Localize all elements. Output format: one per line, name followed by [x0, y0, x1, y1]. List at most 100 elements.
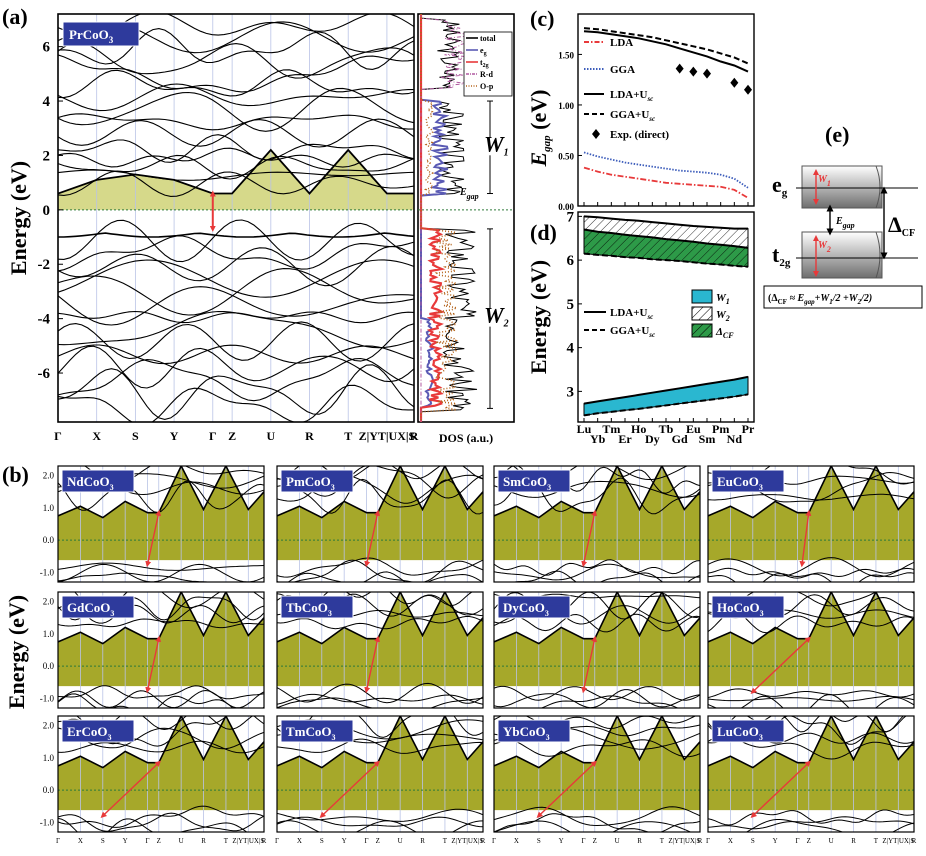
- panel-e-egap-label-main: E: [835, 216, 843, 227]
- panel-e-eg-block: [801, 165, 883, 209]
- panel-b-9-band-line: [277, 808, 483, 822]
- panel-d-xtick-label: Tb: [659, 422, 674, 436]
- panel-b-kpoint-label: X: [78, 837, 83, 845]
- dos-region-label-bg: [482, 137, 502, 156]
- panel-d-ytick-label: 5: [567, 297, 575, 313]
- panel-b-compound-label: DyCoO3: [503, 600, 549, 618]
- panel-b-0-band-line: [58, 572, 212, 582]
- panel-d-legend-band-label: W1: [716, 292, 730, 306]
- panel-e-eg-label: eg: [772, 172, 788, 199]
- panel-b-subplot-pmcoo: PmCoO3: [276, 465, 484, 583]
- panel-d-legend-name: LDA+U: [610, 307, 647, 319]
- dos-egap-label: Egap: [459, 187, 479, 201]
- panel-a-band-line: [58, 384, 414, 422]
- panel-b-kpoint-label: Γ: [275, 837, 279, 845]
- panel-d-xtick-label: Yb: [590, 432, 606, 446]
- panel-a-band-line: [58, 321, 414, 362]
- panel-a-band-line: [58, 83, 414, 112]
- panel-d-legend-label: GGA+Usc: [610, 325, 655, 339]
- dos-region-label-bg: [482, 308, 502, 327]
- panel-e-eg-label-main: e: [772, 172, 782, 197]
- panel-d-legend-band-name: W: [716, 292, 727, 304]
- panel-c-frame: [577, 13, 755, 207]
- panel-e-formula: (ΔCF ≈ Egap+W1/2 +W2/2): [768, 293, 872, 306]
- panel-e-t2g-label: t2g: [772, 242, 791, 269]
- panel-b-0-frame: [57, 465, 265, 583]
- panel-b-compound-label-sub: 3: [547, 483, 551, 492]
- dos-xlabel: DOS (a.u.): [439, 431, 493, 445]
- panel-e-dcf-label-main: Δ: [888, 212, 902, 237]
- panel-d-xtick-label: Gd: [672, 432, 688, 446]
- panel-b-0-band-line: [58, 563, 264, 582]
- dos-legend-label: total: [480, 34, 496, 43]
- panel-a-band-line: [58, 87, 414, 132]
- panel-b-4-band-line: [58, 693, 264, 708]
- panel-e-t2g-block: [801, 231, 883, 279]
- panel-b-1-frame: [276, 465, 484, 583]
- panel-b-compound-label: TbCoO3: [286, 600, 332, 618]
- panel-a-compound-label-main: PrCoO: [69, 27, 109, 42]
- panel-b-10-band-line: [494, 738, 700, 758]
- dos-legend-label: eg: [480, 46, 487, 57]
- panel-b-compound-badge: [711, 595, 785, 619]
- panel-b-gap-arrow: [100, 760, 161, 818]
- panel-b-compound-label-main: YbCoO: [503, 724, 546, 739]
- panel-b-compound-label: TmCoO3: [286, 724, 336, 742]
- panel-d-xtick-label: Er: [618, 432, 632, 446]
- panel-c-ytick-label: 0.50: [558, 151, 574, 161]
- panel-a-band-line: [58, 345, 414, 389]
- panel-a-vbm-line: [58, 232, 415, 238]
- dos-egap-label-main: E: [459, 187, 467, 198]
- panel-b-compound-label-sub: 3: [328, 609, 332, 618]
- panel-b-gap-arrow: [799, 509, 812, 568]
- panel-d-legend-label: LDA+Usc: [610, 307, 653, 321]
- panel-b-kpoint-label: R: [851, 837, 856, 845]
- panel-b-gap-arrow: [364, 635, 381, 694]
- panel-b-kpoint-label: T: [874, 837, 879, 845]
- panel-d-xtick-label: Eu: [686, 422, 701, 436]
- panel-b-kpoint-label: R: [912, 837, 917, 845]
- panel-c-series-line: [583, 30, 749, 73]
- panel-a-ytick-label: 6: [43, 40, 51, 56]
- panel-e-t2g-label-main: t: [772, 242, 780, 267]
- panel-e-w2-label-main: W: [818, 240, 828, 251]
- panel-b-compound-label: ErCoO3: [67, 724, 111, 742]
- panel-a-compound-label: PrCoO3: [69, 27, 114, 45]
- panel-b-compound-badge: [61, 719, 135, 743]
- panel-b-subplot-smcoo: SmCoO3: [493, 465, 701, 583]
- panel-e-w1-label: W1: [818, 174, 831, 188]
- panel-d-line-dashed: [583, 252, 749, 268]
- panel-b-compound-label-sub: 3: [332, 733, 336, 742]
- panel-b-kpoint-label: Γ: [56, 837, 60, 845]
- panel-a-kpoint-label: Z|YT|UX|S: [359, 429, 416, 443]
- panel-b-2-band-line: [494, 559, 700, 576]
- panel-d-legend-band-label: W2: [716, 309, 730, 323]
- panel-b-ytick-label: 0.0: [43, 661, 55, 671]
- panel-c-ytick-label: 1.50: [558, 50, 574, 60]
- dos-legend-label: O-p: [480, 82, 494, 91]
- panel-e-dcf-label-sub: CF: [902, 228, 915, 239]
- panel-e-t2g-label-sub: 2g: [779, 257, 791, 269]
- dos-legend-label-sub: 2g: [483, 63, 489, 69]
- panel-b-kpoint-label: S: [537, 837, 541, 845]
- dos-region-label: W2: [484, 303, 509, 330]
- panel-b-compound-label: LuCoO3: [717, 724, 763, 742]
- panel-a-band-line: [58, 54, 414, 93]
- panel-a-band-line: [58, 134, 414, 163]
- panel-b-kpoint-label: Γ: [146, 837, 150, 845]
- panel-b-7-band-line: [708, 694, 914, 708]
- panel-a-gap-fill: [58, 150, 414, 210]
- panel-a-band-line: [58, 219, 414, 263]
- panel-d-xtick-label: Nd: [727, 432, 743, 446]
- panel-d-xtick-label: Pr: [742, 422, 755, 436]
- dos-curve-rd: [420, 14, 470, 422]
- panel-c-legend-label: Exp. (direct): [610, 129, 669, 141]
- panel-b-4-frame: [57, 591, 265, 709]
- panel-b-gap-arrow: [750, 636, 811, 694]
- panel-a-ytick-label: 4: [43, 94, 51, 110]
- panel-c-ylabel-unit: (eV): [526, 90, 551, 136]
- panel-b-gap-arrow: [581, 635, 598, 694]
- panel-c-legend-name: LDA: [610, 37, 633, 49]
- panel-d-ytick-label: 4: [567, 341, 575, 357]
